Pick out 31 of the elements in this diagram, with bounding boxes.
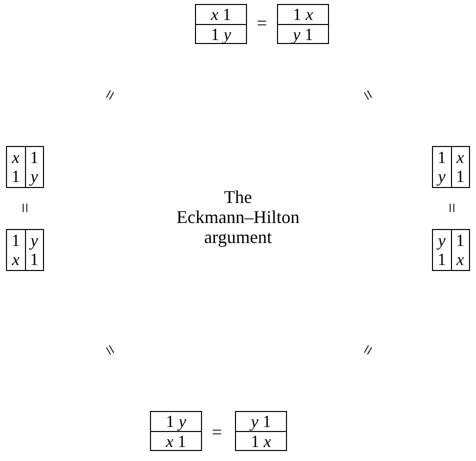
matrix-entry: 1 y: [24, 147, 43, 187]
matrix-entry: x 1: [10, 147, 21, 187]
matrix-box: [6, 146, 44, 188]
matrix-entry: y 1: [24, 230, 43, 270]
matrix-box: [6, 229, 44, 271]
matrix-entry: 1 x: [236, 431, 286, 451]
matrix-entry: 1 y: [164, 412, 188, 431]
center-caption: The Eckmann–Hilton argument: [176, 187, 300, 247]
matrix-entry: y 1: [436, 230, 447, 270]
matrix-box: [235, 411, 287, 451]
matrix-box: [150, 411, 202, 451]
equals-sign: =: [256, 13, 268, 33]
equals-sign: =: [98, 340, 122, 362]
equals-sign: =: [356, 340, 380, 362]
matrix-entry: x 1: [450, 147, 469, 187]
matrix-entry: y 1: [248, 412, 272, 431]
matrix-entry: x 1: [151, 431, 201, 451]
equals-sign: =: [356, 84, 380, 106]
matrix-entry: 1 x: [10, 230, 21, 270]
matrix-box: [277, 4, 329, 44]
matrix-box: [432, 146, 470, 188]
equals-sign: =: [98, 84, 122, 106]
equals-sign: =: [442, 202, 462, 216]
matrix-entry: 1 y: [436, 147, 447, 187]
matrix-entry: x 1: [210, 5, 232, 24]
matrix-box: [195, 4, 247, 44]
equals-sign: =: [210, 422, 224, 442]
matrix-box: [432, 229, 470, 271]
equals-sign: =: [15, 202, 35, 216]
matrix-entry: 1 x: [450, 230, 469, 270]
matrix-entry: 1 x: [292, 5, 314, 24]
